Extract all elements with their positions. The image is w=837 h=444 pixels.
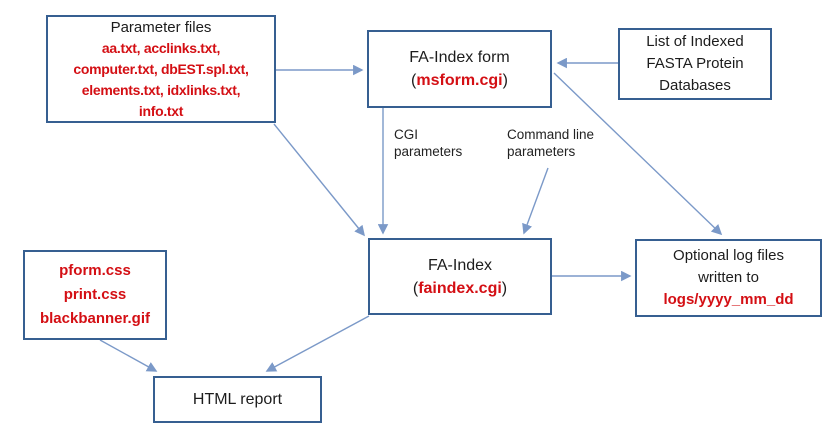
parameter-file-name: elements.txt, idxlinks.txt, [81,81,241,98]
log-files-box: Optional log files written to logs/yyyy_… [635,239,822,317]
arrow-parameter-files-to-fa-index [273,123,365,237]
log-files-line: Optional log files [673,247,784,264]
static-asset-file: pform.css [59,262,131,279]
log-files-path: logs/yyyy_mm_dd [663,291,794,308]
parameter-files-box: Parameter files aa.txt, acclinks.txt, co… [46,15,276,123]
fa-index-form-title: FA-Index form [409,49,510,66]
parameter-file-name: aa.txt, acclinks.txt, [101,39,221,56]
cgi-parameters-label: CGI parameters [394,126,462,160]
html-report-box: HTML report [153,376,322,423]
paren: ) [502,72,508,89]
command-line-parameters-line: Command line [507,127,595,142]
html-report-title: HTML report [192,391,283,408]
fa-index-title: FA-Index [427,256,493,274]
static-assets-box: pform.css print.css blackbanner.gif [23,250,167,340]
fasta-databases-line: Databases [659,77,731,94]
static-asset-file: print.css [63,286,127,303]
arrow-command-line-parameters-to-fa-index [522,167,549,235]
script-name: faindex.cgi [418,279,502,297]
fasta-databases-line: List of Indexed [646,33,744,50]
fa-index-form-script: (msform.cgi) [411,69,508,92]
paren: ( [412,279,419,297]
paren: ) [501,279,508,297]
arrow-static-assets-to-html-report [99,339,158,372]
paren: ( [411,72,417,89]
fasta-databases-line: FASTA Protein [646,55,744,72]
fasta-databases-box: List of Indexed FASTA Protein Databases [618,28,772,100]
parameter-files-title: Parameter files [110,18,212,36]
fa-index-box: FA-Index (faindex.cgi) [368,238,552,315]
fa-index-script: (faindex.cgi) [413,277,507,300]
log-files-line: written to [698,269,759,286]
parameter-file-name: computer.txt, dbEST.spl.txt, [73,60,249,77]
command-line-parameters-label: Command line parameters [507,126,594,160]
command-line-parameters-line: parameters [507,144,576,159]
cgi-parameters-line: parameters [394,144,463,159]
script-name: msform.cgi [416,72,503,89]
cgi-parameters-line: CGI [394,127,419,142]
fa-index-form-box: FA-Index form (msform.cgi) [367,30,552,108]
parameter-file-name: info.txt [138,102,184,119]
arrow-fa-index-to-html-report [265,315,370,372]
static-asset-file: blackbanner.gif [39,310,151,327]
